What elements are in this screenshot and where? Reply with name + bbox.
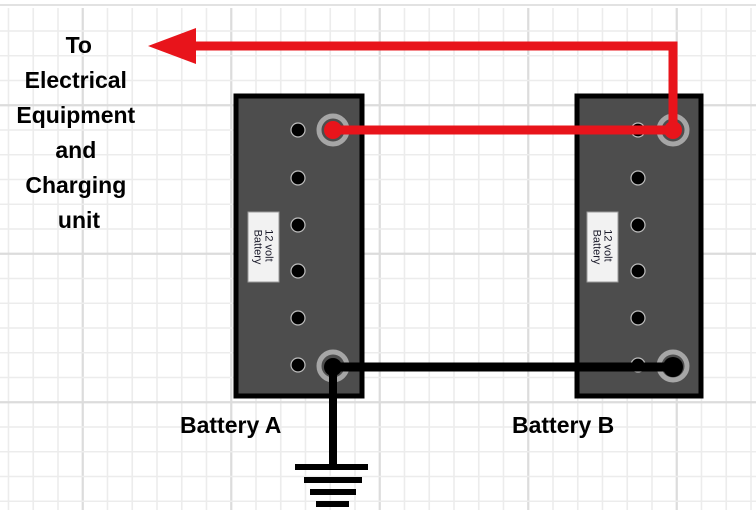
destination-label-line: Charging	[25, 172, 126, 198]
battery-a-sticker-text: 12 volt Battery	[252, 229, 275, 265]
destination-label-line: unit	[58, 207, 100, 233]
destination-label-line: and	[55, 137, 96, 163]
destination-label-line: To	[66, 32, 92, 58]
battery-b-sticker	[586, 211, 619, 283]
destination-label: To Electrical Equipment and Charging uni…	[16, 32, 141, 233]
battery-b-positive-connector	[664, 121, 682, 139]
battery-a-label: Battery A	[180, 412, 281, 438]
cell-hole	[290, 357, 306, 373]
battery-a-positive-connector	[324, 121, 342, 139]
cell-hole	[290, 122, 306, 138]
cell-hole	[290, 263, 306, 279]
cell-hole	[630, 263, 646, 279]
cell-hole	[630, 310, 646, 326]
battery-a-cell-holes	[290, 122, 306, 373]
destination-label-line: Equipment	[16, 102, 135, 128]
ground-symbol-icon	[295, 464, 368, 507]
positive-output-wire	[190, 41, 678, 130]
battery-a: 12 volt Battery Battery A	[180, 93, 365, 438]
battery-a-sticker	[247, 211, 280, 283]
arrow-left-icon	[148, 28, 196, 64]
battery-b-negative-connector	[663, 357, 683, 377]
cell-hole	[290, 170, 306, 186]
cell-hole	[630, 170, 646, 186]
battery-b-label: Battery B	[512, 412, 614, 438]
cell-hole	[630, 217, 646, 233]
battery-b: 12 volt Battery Battery B	[512, 93, 704, 438]
destination-label-line: Electrical	[25, 67, 127, 93]
wires	[148, 28, 683, 507]
battery-b-sticker-text: 12 volt Battery	[591, 229, 614, 265]
cell-hole	[290, 217, 306, 233]
cell-hole	[290, 310, 306, 326]
